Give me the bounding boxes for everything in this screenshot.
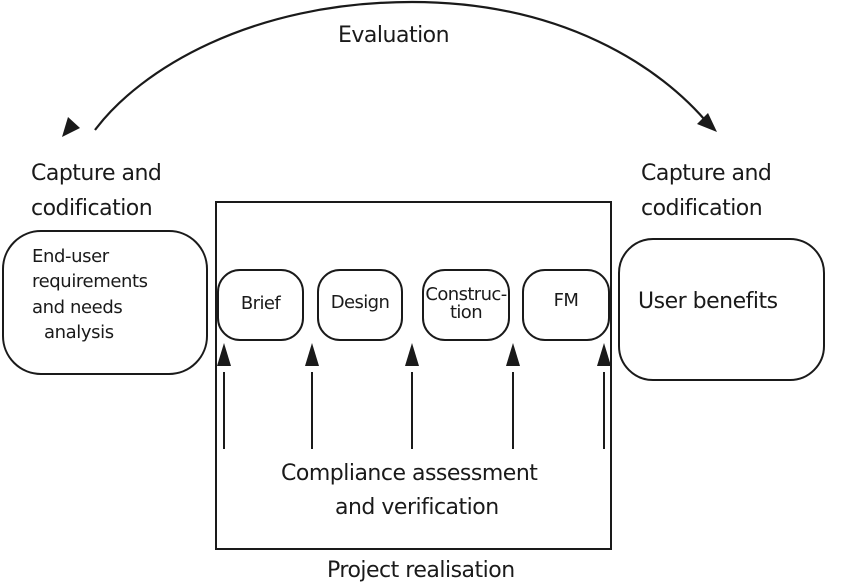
right-heading-line2: codification — [641, 196, 763, 221]
evaluation-arrowhead-left-icon — [62, 117, 80, 137]
end-user-requirements-box — [2, 230, 208, 375]
stage-label-brief: Brief — [240, 293, 281, 314]
compliance-line1: Compliance assessment — [281, 461, 538, 486]
stage-label-fm: FM — [553, 290, 579, 311]
evaluation-label: Evaluation — [338, 23, 450, 48]
evaluation-arc-right — [411, 0, 711, 127]
stage-box-fm — [522, 269, 610, 341]
left-heading-line1: Capture and — [31, 161, 162, 186]
left-box-line4: analysis — [44, 322, 114, 343]
stage-label-construction-line2: tion — [449, 302, 483, 323]
left-heading-line2: codification — [31, 196, 153, 221]
evaluation-arrowhead-right-icon — [697, 113, 717, 132]
user-benefits-label: User benefits — [638, 289, 778, 314]
left-box-line3: and needs — [32, 297, 123, 318]
evaluation-arc — [94, 0, 413, 131]
right-heading-line1: Capture and — [641, 161, 772, 186]
arrow-up-icon — [506, 343, 520, 366]
left-box-line1: End-user — [32, 246, 109, 267]
stage-box-design — [317, 269, 403, 341]
stage-box-construction — [422, 269, 510, 341]
stage-box-brief — [217, 269, 304, 341]
arrow-up-icon — [597, 343, 611, 366]
stage-label-design: Design — [330, 292, 390, 313]
compliance-arrows — [217, 343, 611, 449]
project-realisation-label: Project realisation — [327, 558, 515, 583]
arrow-up-icon — [405, 343, 419, 366]
stage-label-construction-line1: Construc- — [425, 284, 507, 305]
arrow-up-icon — [217, 343, 231, 366]
user-benefits-box — [618, 238, 825, 381]
project-realisation-frame — [215, 201, 612, 550]
arrow-up-icon — [305, 343, 319, 366]
left-box-line2: requirements — [32, 271, 148, 292]
compliance-line2: and verification — [335, 495, 499, 520]
